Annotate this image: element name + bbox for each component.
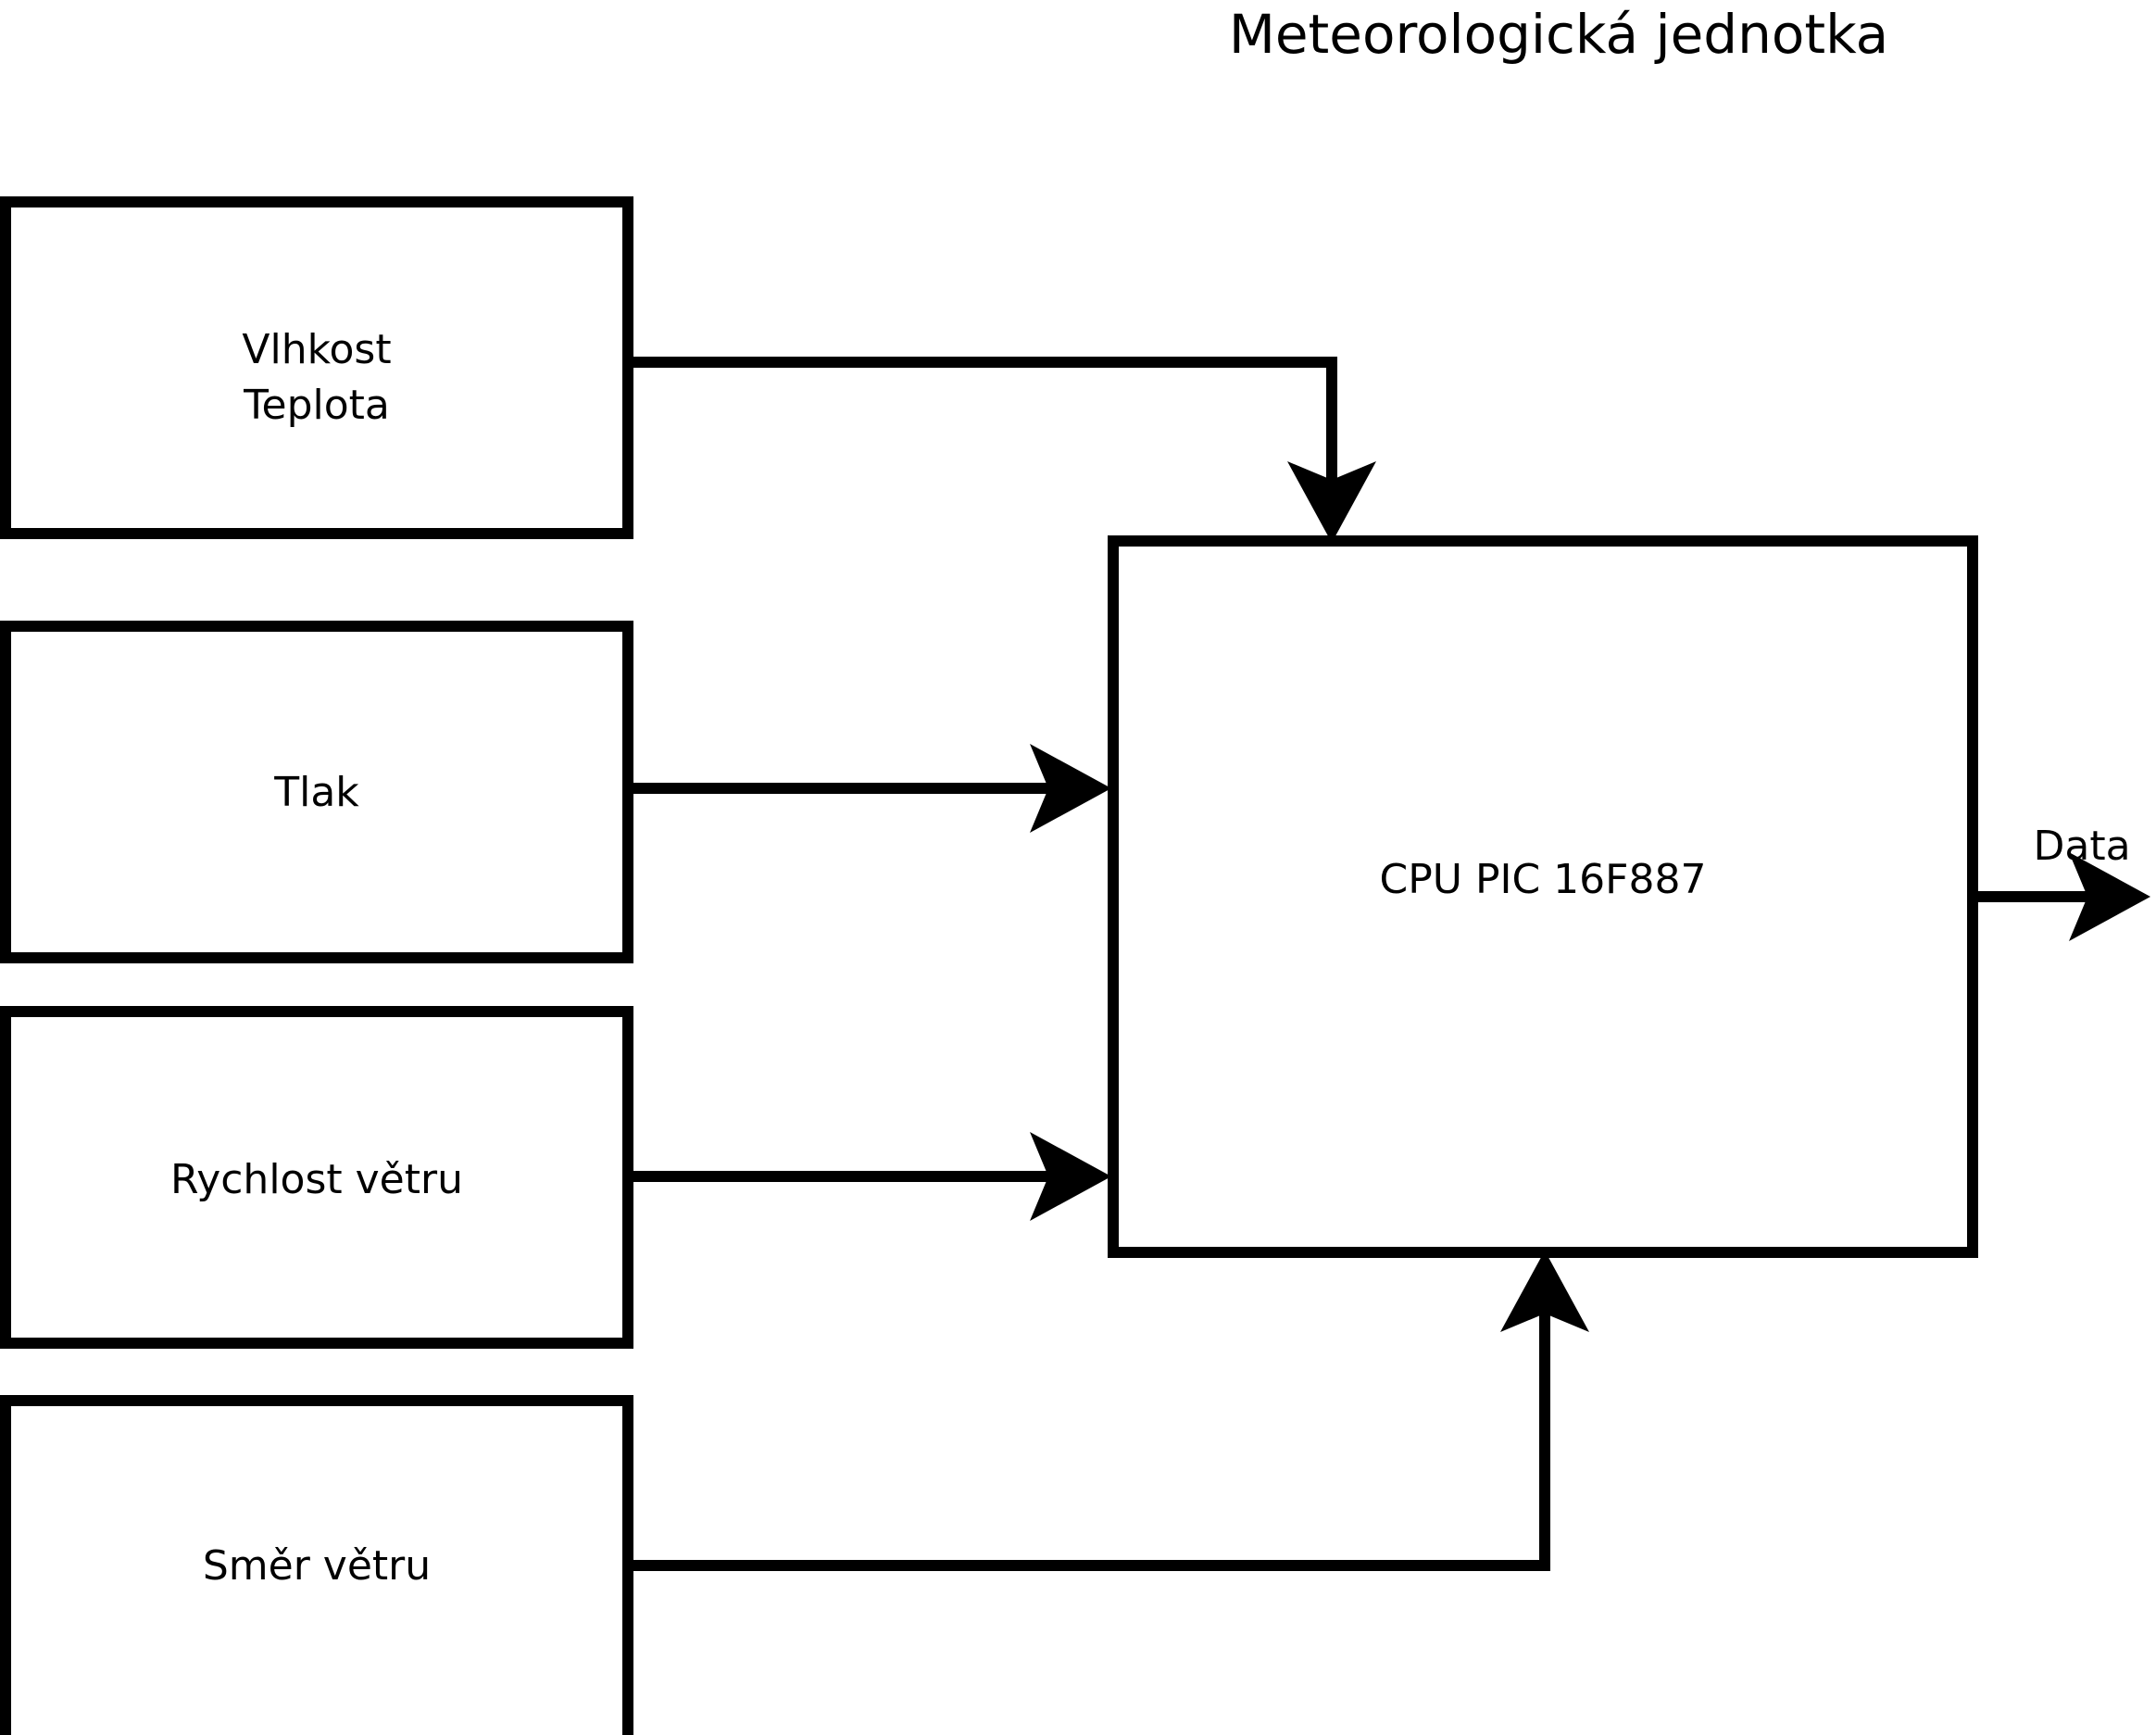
edge-label-data: Data <box>2033 823 2130 870</box>
block-wind-direction[interactable]: Směr větru <box>0 1395 633 1735</box>
block-cpu[interactable]: CPU PIC 16F887 <box>1108 535 1978 1258</box>
block-pressure[interactable]: Tlak <box>0 621 633 963</box>
connector-wind-speed-to-cpu <box>628 1132 1111 1221</box>
page-title: Meteorologická jednotka <box>1229 3 1888 66</box>
connector-data-output-arrowhead <box>2069 852 2150 941</box>
connector-wind-direction-path <box>628 1297 1550 1571</box>
connector-cpu-to-data-output: Data <box>1973 823 2150 941</box>
block-pressure-rect <box>0 621 633 963</box>
connector-wind-direction-arrowhead <box>1500 1251 1589 1332</box>
connector-humidity-temperature-to-cpu <box>628 357 1376 543</box>
block-wind-speed[interactable]: Rychlost větru <box>0 1006 633 1349</box>
connector-wind-speed-arrowhead <box>1030 1132 1111 1221</box>
connector-pressure-arrowhead <box>1030 744 1111 833</box>
block-humidity-temperature-label-line1: Vlhkost <box>242 326 391 373</box>
block-wind-speed-label: Rychlost větru <box>170 1156 463 1203</box>
block-cpu-label: CPU PIC 16F887 <box>1380 856 1707 903</box>
block-wind-speed-rect <box>0 1006 633 1349</box>
connector-wind-direction-to-cpu <box>628 1251 1589 1571</box>
block-cpu-rect <box>1108 535 1978 1258</box>
connector-humidity-temperature-arrowhead <box>1287 461 1376 543</box>
block-humidity-temperature-rect <box>0 196 633 539</box>
connector-humidity-temperature-path <box>628 357 1337 497</box>
block-wind-direction-label: Směr větru <box>203 1542 431 1590</box>
block-pressure-label: Tlak <box>273 769 359 816</box>
block-wind-direction-rect <box>0 1395 633 1735</box>
connector-pressure-to-cpu <box>628 744 1111 833</box>
block-humidity-temperature[interactable]: Vlhkost Teplota <box>0 196 633 539</box>
block-humidity-temperature-label-line2: Teplota <box>243 382 390 429</box>
